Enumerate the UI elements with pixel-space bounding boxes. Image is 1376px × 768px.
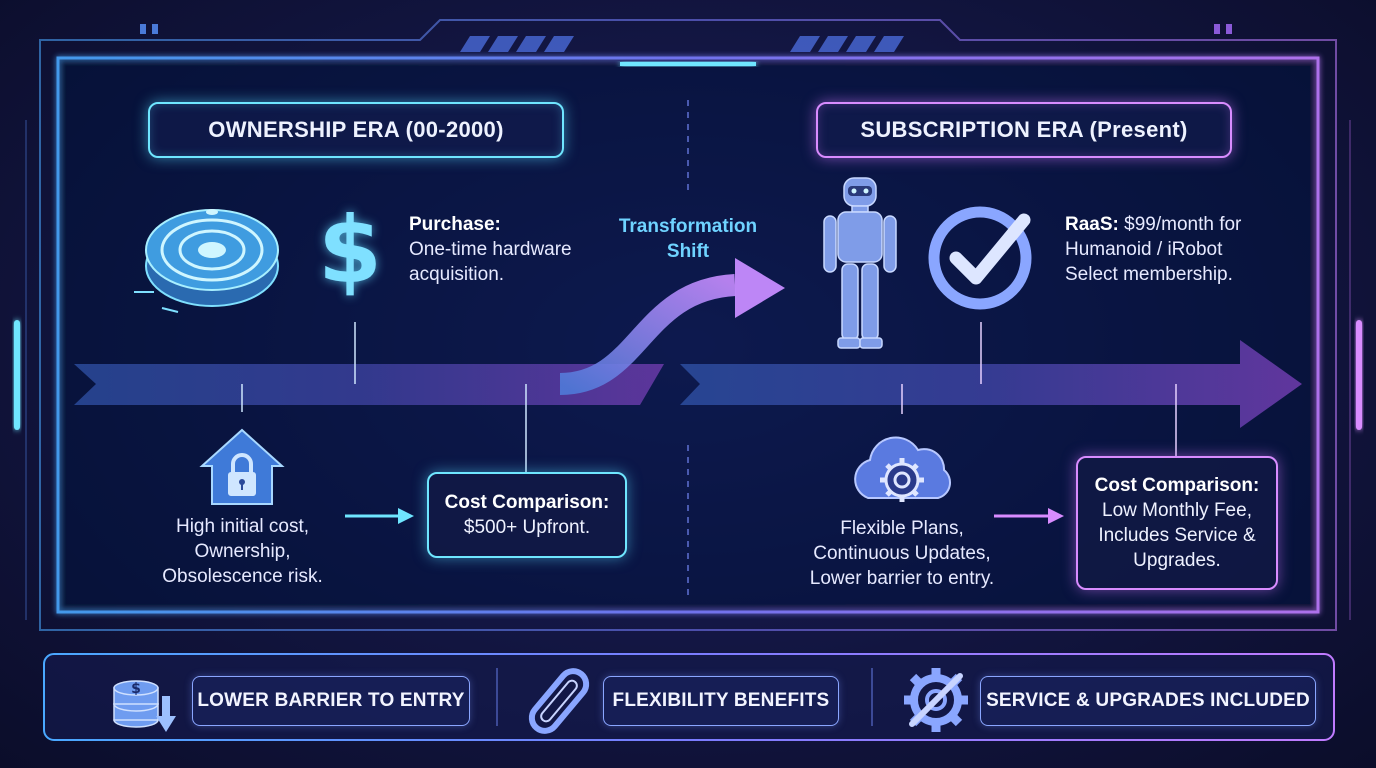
benefit-flexibility: FLEXIBILITY BENEFITS [603,676,839,726]
benefit-lower-barrier: LOWER BARRIER TO ENTRY [192,676,470,726]
ownership-cost-box: Cost Comparison: $500+ Upfront. [427,472,627,558]
ownership-risks: High initial cost, Ownership, Obsolescen… [162,516,323,587]
cloud-gear-icon [854,436,951,502]
checkmark-icon [928,206,1032,310]
transformation-shift-label: Transformation Shift [618,216,758,262]
gear-wrench-icon [904,668,968,732]
coins-down-icon: $ [113,680,176,732]
svg-text:$: $ [131,681,141,697]
ownership-era-title: OWNERSHIP ERA (00-2000) [148,102,564,158]
subscription-benefits-text: Flexible Plans, Continuous Updates, Lowe… [809,518,995,589]
dollar-icon: $ [318,197,383,304]
raas-description: RaaS: $99/month for Humanoid / iRobot Se… [1065,214,1242,285]
subscription-era-title: SUBSCRIPTION ERA (Present) [816,102,1232,158]
humanoid-robot-icon [823,177,897,349]
flex-band-icon [528,668,590,734]
robot-vacuum-icon [134,209,279,313]
benefit-service-upgrades: SERVICE & UPGRADES INCLUDED [980,676,1316,726]
house-lock-icon [199,428,285,505]
purchase-description: Purchase: One-time hardware acquisition. [409,214,572,285]
subscription-cost-box: Cost Comparison: Low Monthly Fee, Includ… [1076,456,1278,590]
